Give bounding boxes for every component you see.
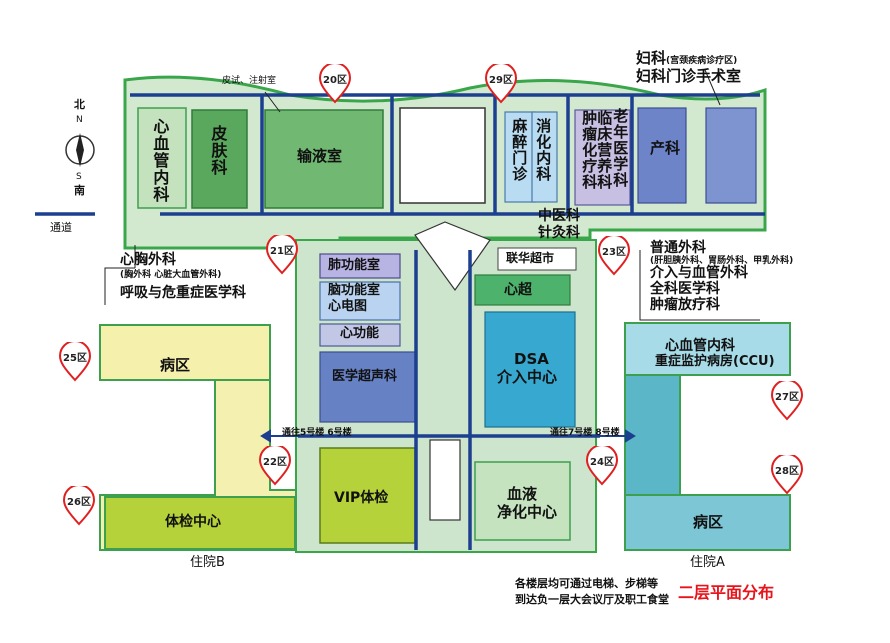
zone-pin-20[interactable]: 20区 [318,64,352,104]
room-brain-function [319,281,401,321]
zone-pin-22[interactable]: 22区 [258,446,292,486]
label-heart-function: 心功能 [340,326,380,341]
label-vip: VIP体检 [334,490,389,506]
zone-pin-28[interactable]: 28区 [770,455,804,495]
room-obstetrics [637,107,687,204]
atrium-escalator [414,221,491,292]
room-anesthesia [504,111,536,203]
label-tcm: 中医科 [538,208,580,224]
compass-icon [65,133,95,167]
label-radiotherapy: 肿瘤放疗科 [650,297,720,313]
zone-pin-25[interactable]: 25区 [58,342,92,382]
compass-south: 南 [74,184,85,197]
label-heart-ultrasound: 心超 [504,282,532,298]
room-stairwell [399,107,486,204]
compass-north: 北 [74,98,85,111]
room-heart-ultrasound [474,274,571,306]
room-digestive [531,111,558,203]
room-ultrasound [319,351,416,423]
compass-s: S [76,172,82,182]
label-inpatient-a: 住院A [690,555,725,570]
label-intervention: 介入中心 [497,368,558,386]
label-vascular: 介入与血管外科 [650,265,748,281]
label-ward-b: 病区 [160,356,191,374]
inpatient-a-upper [624,322,791,376]
label-gyn-surgery: 妇科门诊手术室 [636,67,742,85]
label-geriatrics: 老年医学科 [611,108,630,188]
label-digestive: 消化内科 [534,118,553,182]
label-ecg: 心电图 [328,299,368,314]
room-vip [319,447,416,544]
room-infusion [264,109,384,209]
label-anesthesia: 麻醉门诊 [510,118,529,182]
label-obstetrics: 产科 [650,139,681,157]
zone-pin-26[interactable]: 26区 [62,486,96,526]
label-general-medicine: 全科医学科 [650,281,720,297]
zone-pin-21[interactable]: 21区 [265,235,299,275]
room-supermarket [497,247,577,271]
label-clinical-nutrition: 临床营养科 [595,110,614,190]
label-lianhua: 联华超市 [506,251,555,265]
label-inpatient-b: 住院B [190,555,225,570]
label-general-surgery-sub: (肝胆胰外科、胃肠外科、甲乳外科) [650,256,794,266]
label-dsa: DSA [514,350,549,368]
room-lung-function [319,253,401,279]
legend-passage: 通道 [50,221,72,234]
label-physical-exam: 体检中心 [165,514,221,530]
notice-line1: 各楼层均可通过电梯、步梯等 [515,577,658,590]
room-heart-function [319,323,401,347]
compass-n: N [76,115,83,125]
inpatient-b-upper [99,324,271,381]
label-to-b: 通往5号楼 6号楼 [282,428,352,438]
label-respiratory: 呼吸与危重症医学科 [120,285,246,301]
room-cardiology [137,107,187,209]
room-dermatology [191,109,248,209]
label-ultrasound: 医学超声科 [332,369,398,384]
label-gynecology: 妇科(宫颈疾病诊疗区) [636,49,738,67]
zone-pin-27[interactable]: 27区 [770,381,804,421]
room-gynecology [705,107,757,204]
label-dialysis-2: 净化中心 [497,503,558,521]
label-to-a: 通往7号楼 8号楼 [550,428,620,438]
label-acupuncture: 针灸科 [538,225,580,241]
label-lung-function: 肺功能室 [328,258,381,273]
label-cardiothoracic: 心胸外科 [120,252,176,268]
notice-line2: 到达负一层大会议厅及职工食堂 [515,593,669,606]
label-skin-test: 皮试、注射室 [222,76,277,86]
label-ccu-1: 心血管内科 [665,338,735,354]
zone-pin-23[interactable]: 23区 [597,236,631,276]
inpatient-a-lower [624,494,791,551]
passages [35,93,765,550]
leader-lines [104,69,760,321]
label-dermatology: 皮肤科 [208,125,228,176]
plan-title: 二层平面分布 [678,583,775,602]
label-ward-a: 病区 [693,513,724,531]
room-dialysis [474,461,571,541]
connector-arrows [260,429,636,443]
room-dsa [484,311,576,428]
room-oncology [574,109,631,206]
label-cardiothoracic-sub: (胸外科 心脏大血管外科) [120,270,222,280]
room-atrium [429,439,461,521]
inpatient-b-lower [104,496,296,550]
label-ccu-2: 重症监护病房(CCU) [655,354,775,369]
label-oncology: 肿瘤化疗科 [580,110,599,190]
label-infusion: 输液室 [297,147,343,165]
label-general-surgery: 普通外科 [650,240,706,256]
zone-pin-29[interactable]: 29区 [484,64,518,104]
label-cardiology-internal: 心血管内科 [150,118,170,203]
label-dialysis-1: 血液 [507,485,538,503]
zone-pin-24[interactable]: 24区 [585,446,619,486]
label-brain-function: 脑功能室 [328,283,381,298]
